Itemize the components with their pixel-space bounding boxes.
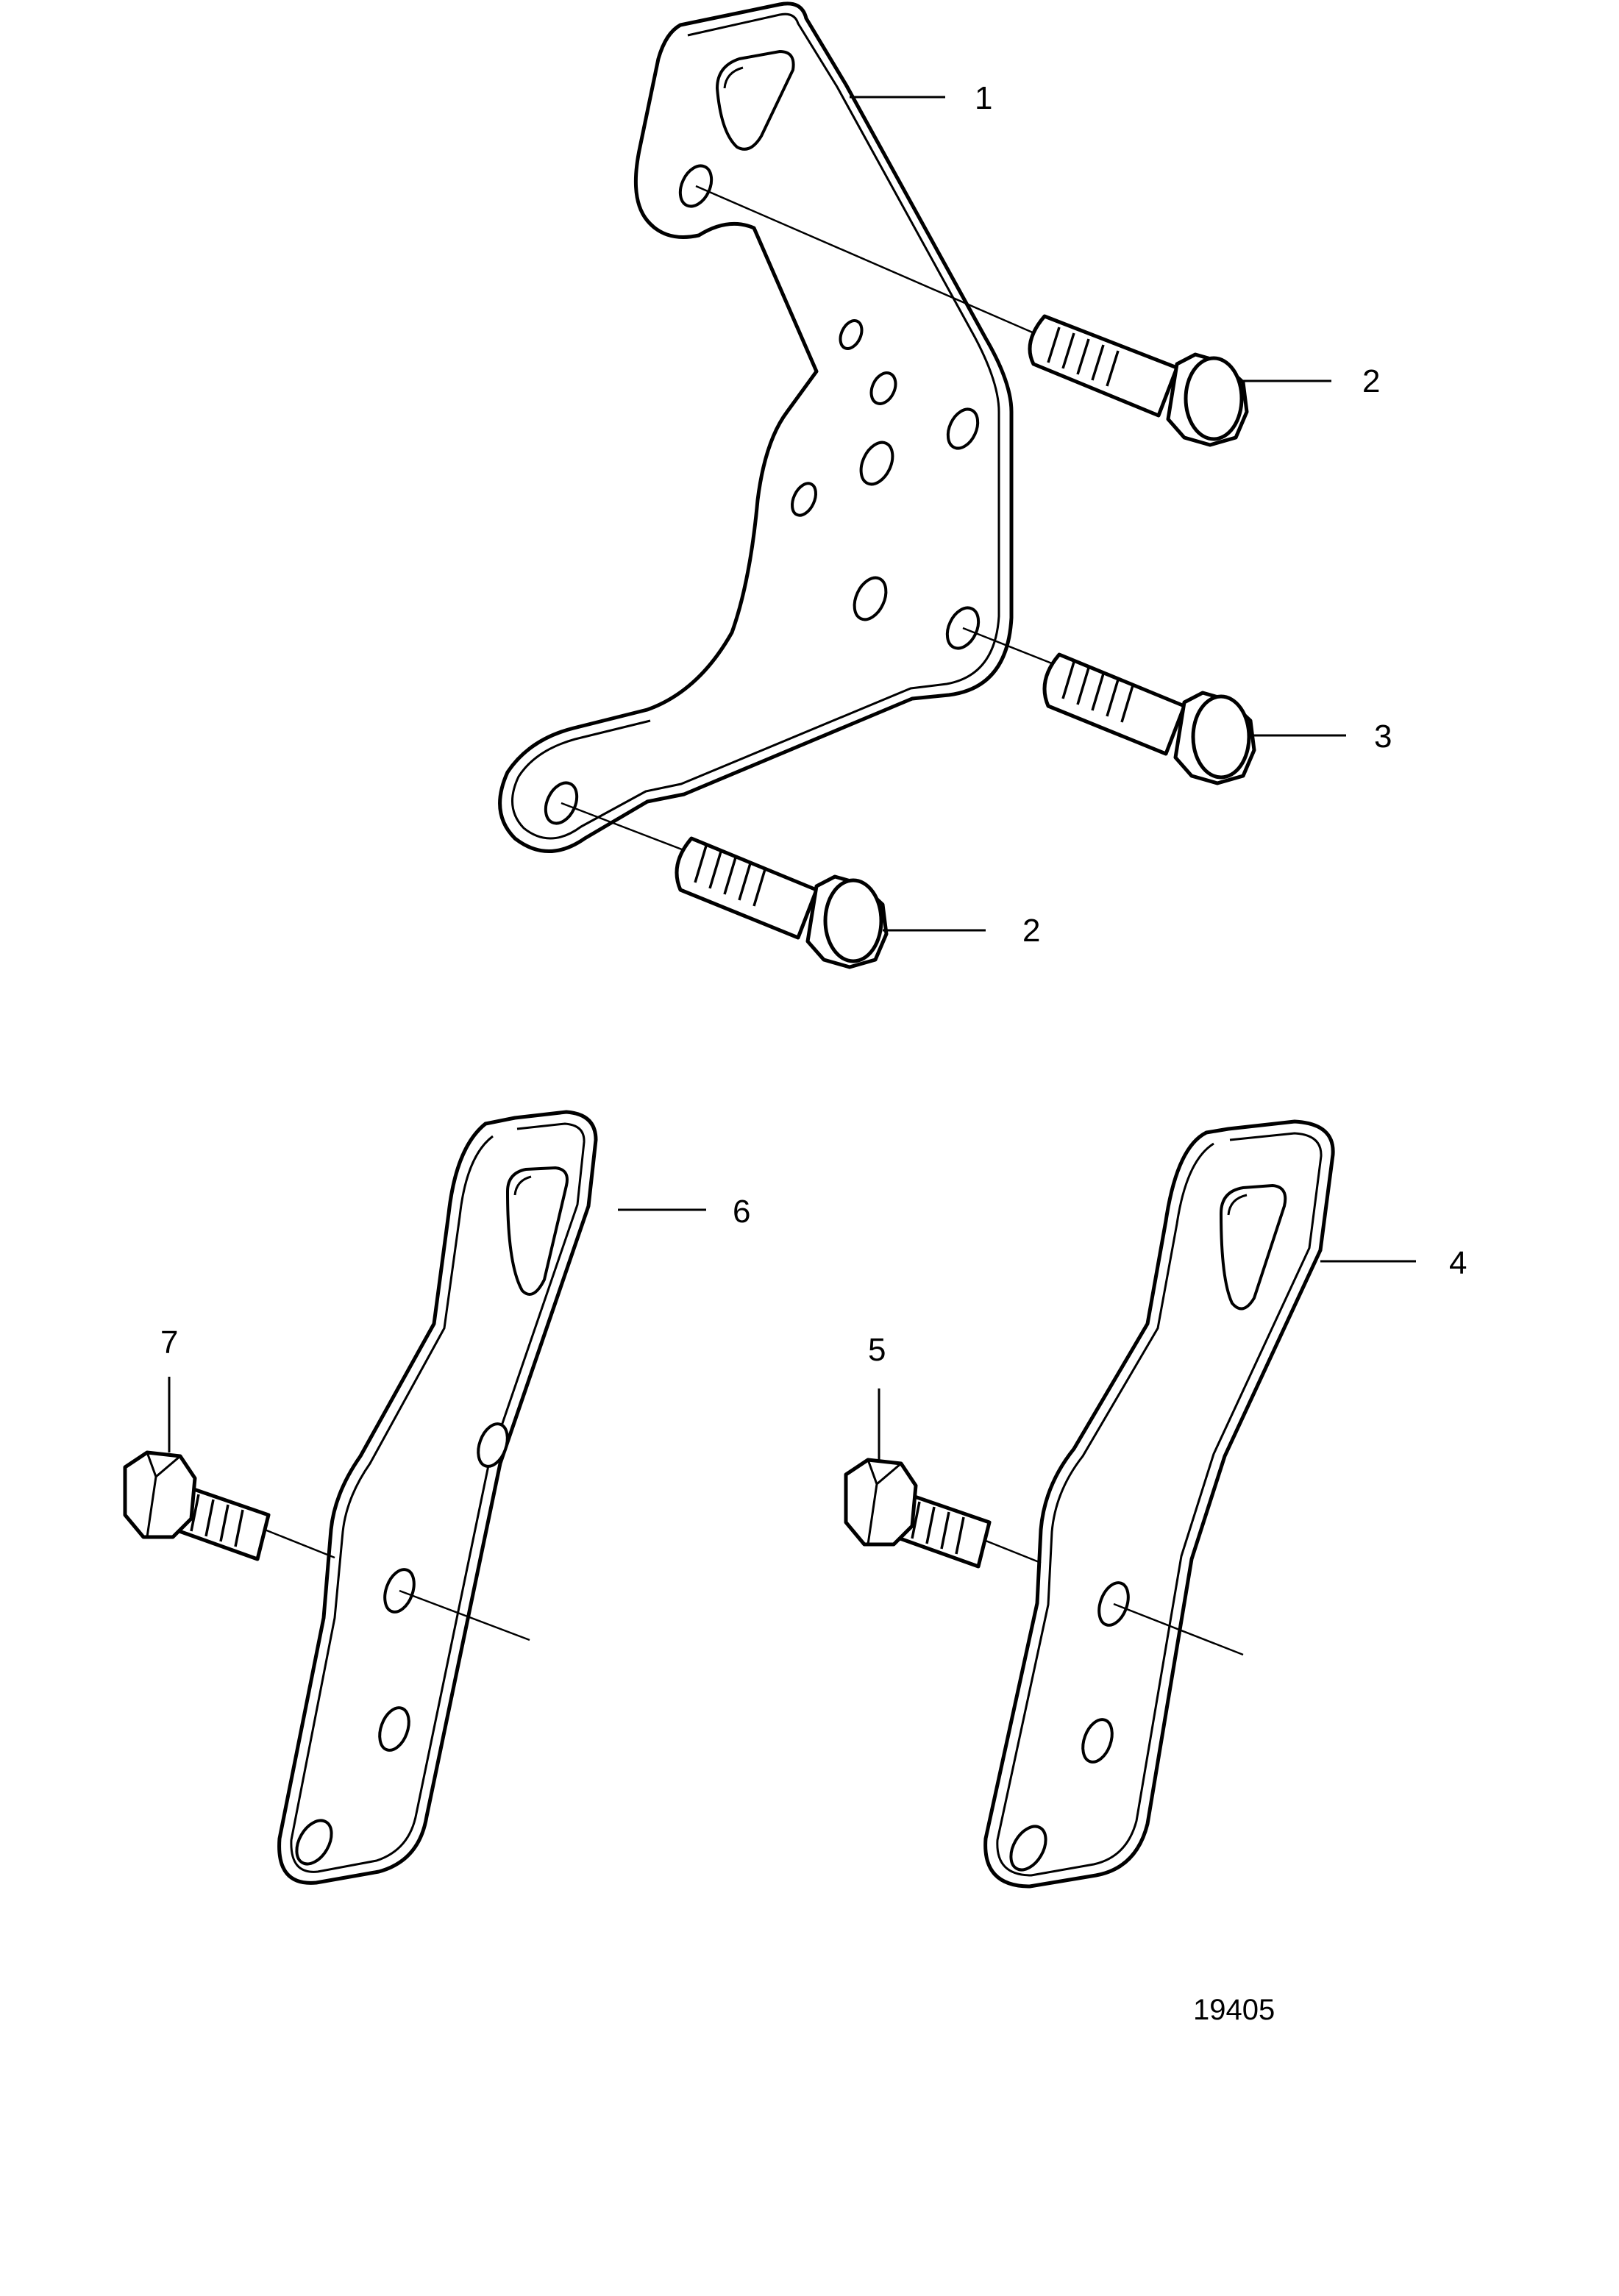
callout-6: 6 [733, 1194, 750, 1230]
bolt-axis [1113, 1602, 1244, 1656]
bolt-3 [1042, 652, 1256, 785]
bolt-2-lower [675, 836, 889, 969]
bolt-7 [123, 1450, 271, 1561]
callout-4: 4 [1449, 1245, 1467, 1281]
bolt-axis [399, 1589, 530, 1641]
bolt-2-upper [1028, 314, 1249, 447]
callout-5: 5 [868, 1332, 886, 1368]
bolt-axis [962, 627, 1064, 669]
bolt-axis [264, 1528, 335, 1559]
strap-4 [983, 1119, 1335, 1889]
bolt-axis [561, 802, 692, 855]
callout-7: 7 [160, 1325, 178, 1361]
callout-1: 1 [975, 80, 992, 116]
strap-6 [277, 1110, 598, 1885]
bolt-axis [985, 1539, 1042, 1564]
main-bracket [498, 1, 1014, 853]
figure-number: 19405 [1193, 1994, 1275, 2026]
callout-2-lower: 2 [1022, 913, 1040, 949]
bolt-axis [695, 185, 1064, 347]
callout-2-upper: 2 [1362, 363, 1380, 399]
bolt-5 [844, 1458, 992, 1569]
callout-3: 3 [1374, 719, 1392, 755]
